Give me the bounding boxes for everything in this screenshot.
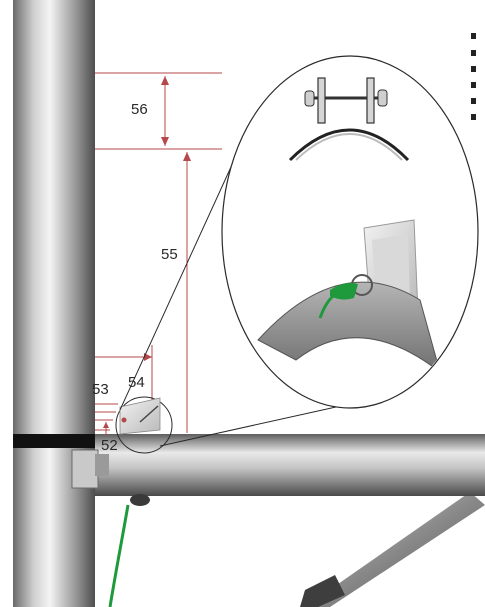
vertical-pole (13, 0, 95, 607)
cropped-text-fragment (471, 33, 476, 120)
dimension-52-label: 52 (101, 437, 118, 454)
dimension-arrowheads (103, 76, 191, 428)
green-strap (108, 504, 130, 607)
clamp-bolt-icon (288, 77, 410, 162)
tube-coupler (71, 449, 99, 489)
dimension-55-label: 55 (161, 246, 178, 263)
tube-end-nut (130, 494, 150, 506)
dimension-56-label: 56 (131, 101, 148, 118)
dimension-lines (95, 72, 222, 436)
horizontal-tube (71, 434, 485, 506)
diagonal-strut (300, 492, 485, 607)
dimension-53-label: 53 (92, 381, 109, 398)
black-band (13, 434, 95, 448)
dimension-54-label: 54 (128, 374, 145, 391)
detail-callout-circle (115, 396, 173, 454)
callout-leader-lines (119, 155, 346, 447)
bracket-plate-detail (257, 219, 441, 374)
magnified-detail-view (221, 55, 479, 409)
